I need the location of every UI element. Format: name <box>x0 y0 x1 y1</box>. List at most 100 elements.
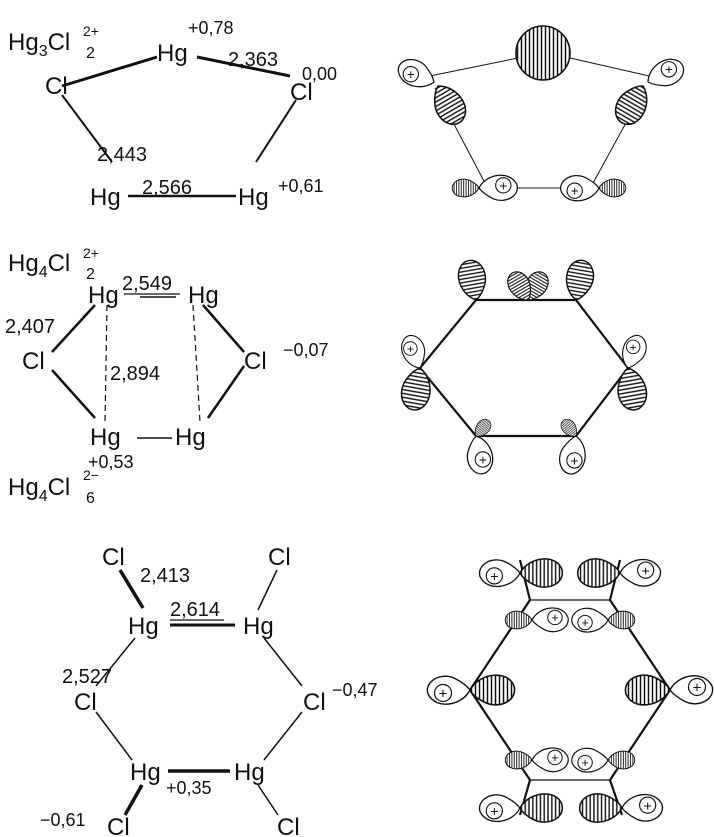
orbital-lobe-negative <box>607 750 636 770</box>
orbital-sign: + <box>693 680 702 697</box>
orbital-lobe-positive: + <box>478 559 521 587</box>
orbital-lobe-negative <box>598 178 627 198</box>
bond-length: 2,549 <box>122 273 172 295</box>
orbital-lobe-positive: + <box>560 175 600 202</box>
panel-hg4cl6: Hg4Cl 6 2− Cl Cl Hg Hg Cl Cl Hg Hg Cl Cl… <box>8 467 378 837</box>
atom-cl: Cl <box>102 544 125 571</box>
atom-cl: Cl <box>277 814 300 837</box>
atom-cl: Cl <box>22 348 45 375</box>
orbital-lobe-positive: + <box>669 675 714 705</box>
orbital-lobe-negative <box>469 674 516 706</box>
orbital-lobe-positive: + <box>647 58 685 87</box>
partial-charge: −0,47 <box>332 680 378 700</box>
partial-charge: +0,53 <box>88 452 134 472</box>
orbital-lobe-negative <box>474 418 492 437</box>
orbital-lobe-negative <box>504 750 533 770</box>
atom-hg: Hg <box>175 424 206 451</box>
orbital-sign: + <box>665 62 673 77</box>
orbital-sign: + <box>641 563 649 579</box>
formula-hg4cl6-sub2: 6 <box>86 490 95 507</box>
orbital-lobe-positive: + <box>397 59 435 88</box>
orbital-lobe-negative <box>617 367 648 411</box>
orbital-sign: + <box>630 340 637 354</box>
atom-hg: Hg <box>234 759 265 786</box>
orbital-sign: + <box>479 452 487 467</box>
orbital-lobe-positive: + <box>531 607 569 633</box>
bond-length: 2,407 <box>5 316 55 338</box>
orbital-lobe-positive: + <box>426 675 471 705</box>
orbital-lobe-positive: + <box>466 435 494 475</box>
orbital-sign: + <box>407 67 415 82</box>
bond-length: 2,894 <box>110 363 160 385</box>
orbital-lobe-negative <box>614 85 648 125</box>
formula-hg3cl2: Hg3Cl <box>8 29 70 60</box>
orbital-diagram-hg4cl6: + + + + + + + + + + <box>426 558 714 823</box>
atom-cl: Cl <box>107 814 130 837</box>
orbital-lobe-negative <box>519 558 564 588</box>
partial-charge: +0,78 <box>188 18 234 38</box>
orbital-lobe-positive: + <box>571 607 609 633</box>
bond-length: 2,614 <box>170 599 220 621</box>
atom-hg: Hg <box>88 282 119 309</box>
bond-length: 2,413 <box>140 565 190 587</box>
orbital-diagram-hg4cl2: + + + + <box>400 259 648 475</box>
orbital-lobe-negative <box>457 259 487 301</box>
orbital-lobe-negative <box>578 793 623 823</box>
partial-charge: 0,00 <box>302 64 337 84</box>
orbital-lobe-positive: + <box>571 747 609 773</box>
orbital-sign: + <box>581 755 588 770</box>
atom-hg: Hg <box>90 424 121 451</box>
orbital-sign: + <box>581 615 588 630</box>
atom-cl: Cl <box>45 73 68 100</box>
formula-hg4cl6-charge: 2− <box>83 467 99 483</box>
atom-hg: Hg <box>157 40 188 67</box>
bond-length: 2,527 <box>62 666 112 688</box>
orbital-lobe-negative <box>400 367 431 411</box>
orbital-sign: + <box>551 610 558 625</box>
orbital-lobe-negative <box>576 558 621 588</box>
partial-charge: +0,35 <box>166 778 212 798</box>
orbital-sign: + <box>490 804 498 820</box>
orbital-lobe-positive: + <box>478 794 521 822</box>
formula-hg4cl2-charge: 2+ <box>83 245 99 261</box>
panel-hg4cl2: Hg4Cl 2 2+ Hg Hg Cl Cl Hg Hg 2,549 2,407… <box>5 245 329 472</box>
formula-hg3cl2-charge: 2+ <box>83 23 99 39</box>
orbital-sign: + <box>490 569 498 585</box>
orbital-diagram-hg3cl2: + + + + <box>397 25 685 202</box>
orbital-lobe-negative <box>433 85 467 125</box>
orbital-lobe-negative <box>607 610 636 630</box>
atom-hg: Hg <box>128 613 159 640</box>
bond-length: 2,363 <box>228 49 278 71</box>
formula-hg4cl6: Hg4Cl <box>8 474 70 505</box>
orbital-sign: + <box>571 184 579 199</box>
orbital-sign: + <box>439 686 448 703</box>
orbital-lobe-negative <box>507 271 532 301</box>
orbital-lobe-positive: + <box>531 747 569 773</box>
orbital-lobe-positive: + <box>619 559 662 587</box>
atom-hg: Hg <box>238 184 269 211</box>
orbital-lobe-negative <box>624 674 671 706</box>
orbital-lobe-positive: + <box>622 334 647 369</box>
orbital-sign: + <box>407 342 414 356</box>
orbital-sign: + <box>499 178 507 193</box>
formula-hg3cl2-sub2: 2 <box>86 45 95 62</box>
orbital-lobe-positive: + <box>621 794 664 822</box>
orbital-lobe-negative <box>560 418 578 437</box>
atom-cl: Cl <box>244 348 267 375</box>
atom-hg: Hg <box>188 282 219 309</box>
partial-charge: +0,61 <box>278 176 324 196</box>
atom-cl: Cl <box>290 79 313 106</box>
partial-charge: −0,07 <box>283 340 329 360</box>
atom-cl: Cl <box>74 689 97 716</box>
bond-length: 2,443 <box>97 144 147 166</box>
orbital-lobe-negative <box>451 178 480 198</box>
orbital-lobe-positive: + <box>478 174 518 201</box>
atom-hg: Hg <box>243 613 274 640</box>
bond-length: 2,566 <box>142 177 192 199</box>
orbital-sign: + <box>551 750 558 765</box>
orbital-sign: + <box>643 798 651 814</box>
orbital-sign: + <box>570 453 578 468</box>
atom-hg: Hg <box>90 184 121 211</box>
orbital-lobe-positive: + <box>559 435 586 475</box>
